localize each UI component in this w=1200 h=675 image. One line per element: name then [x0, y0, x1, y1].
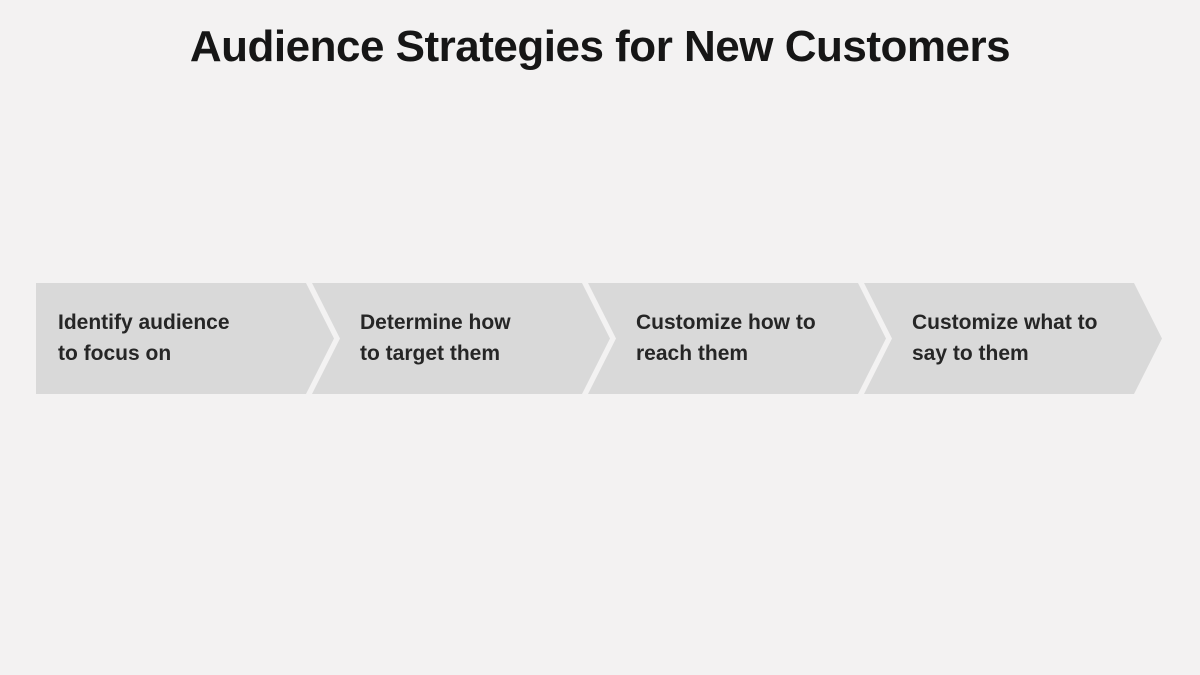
process-step-2-label: Determine how to target them	[360, 311, 511, 365]
slide-title: Audience Strategies for New Customers	[189, 22, 1011, 71]
process-step-1: Identify audience to focus on	[36, 283, 334, 394]
process-step-4-label: Customize what to say to them	[912, 311, 1098, 365]
process-flow: Identify audience to focus on Determine …	[36, 283, 1162, 394]
process-step-2: Determine how to target them	[312, 283, 610, 394]
process-step-3: Customize how to reach them	[588, 283, 886, 394]
process-step-4: Customize what to say to them	[864, 283, 1162, 394]
process-step-1-label: Identify audience to focus on	[58, 311, 230, 365]
process-step-3-label: Customize how to reach them	[636, 311, 816, 365]
